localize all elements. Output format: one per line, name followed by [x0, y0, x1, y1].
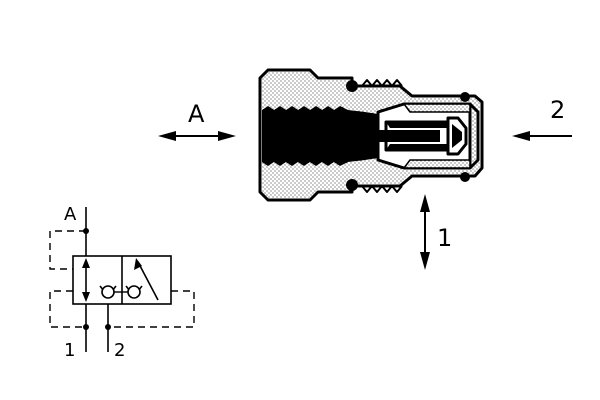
- right-flow-line: [137, 261, 159, 301]
- check-ball-left: [101, 285, 115, 299]
- o-ring-nose-top: [460, 92, 470, 102]
- right-flow-arrow: [134, 258, 142, 270]
- check-ball-right: [127, 285, 141, 299]
- pilot-line-top: [49, 230, 86, 270]
- symbol-junction-1: [83, 324, 89, 330]
- left-flow-arrow-down: [82, 292, 90, 302]
- pilot-line-bottom-left: [49, 290, 86, 328]
- o-ring-bottom: [346, 179, 358, 191]
- poppet-cone: [452, 124, 462, 148]
- left-flow-arrow-up: [82, 258, 90, 268]
- spool-inner-bore: [370, 130, 440, 142]
- port-2-arrow: [512, 131, 572, 141]
- internal-bore: [262, 106, 378, 166]
- spool-passage-top: [386, 122, 448, 128]
- symbol-2-label: 2: [114, 340, 125, 361]
- cartridge-end-cap: [468, 102, 480, 170]
- symbol-a-label: A: [64, 204, 77, 225]
- o-ring-nose-bottom: [460, 172, 470, 182]
- external-thread-top: [361, 79, 403, 87]
- port-a-arrow: [158, 131, 236, 141]
- pilot-line-bottom-right: [108, 290, 195, 328]
- symbol-1-label: 1: [64, 340, 75, 361]
- port-2-label: 2: [550, 96, 565, 124]
- o-ring-top: [346, 80, 358, 92]
- spool-passage-bottom: [386, 144, 448, 150]
- port-a-label: A: [188, 100, 205, 128]
- port-1-label: 1: [437, 224, 452, 252]
- hydraulic-symbol: [49, 207, 195, 352]
- valve-section-view: [258, 68, 484, 202]
- port-1-arrow: [420, 194, 430, 270]
- sleeve-stipple-top: [403, 103, 471, 113]
- external-thread-bottom: [361, 185, 403, 193]
- sleeve-stipple-bottom: [403, 159, 471, 169]
